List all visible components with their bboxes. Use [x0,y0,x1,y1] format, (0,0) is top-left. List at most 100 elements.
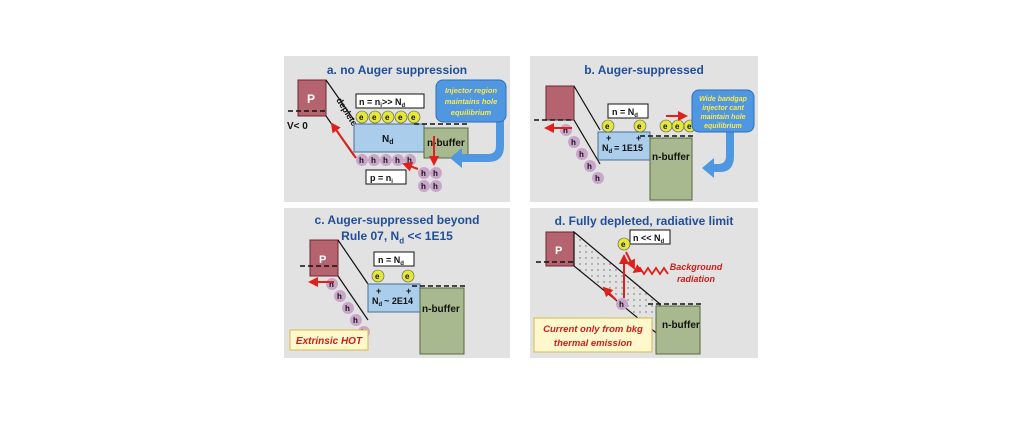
svg-text:e: e [372,113,377,122]
extrinsic-hot-badge [289,329,369,351]
svg-text:h: h [571,138,576,147]
callout-text-2: injector cant [702,105,744,112]
svg-text:e: e [375,272,380,281]
svg-text:e: e [405,272,410,281]
panel-c: c. Auger-suppressed beyond Rule 07, Nd <… [284,208,510,358]
svg-text:h: h [345,304,350,313]
conduction-band-slope [337,239,369,285]
callout-text-3: maintain hole [700,114,745,121]
n-relation-label: n << Nd [633,233,665,245]
svg-text:h: h [383,156,388,165]
thermal-emission-badge [533,317,653,353]
n-relation-label: n = Nd [378,255,404,267]
panel-b-diagram: Nd= 1E15 + + n-buffer n = Nd e e e e e h… [534,85,755,201]
svg-text:h: h [359,156,364,165]
svg-text:h: h [421,182,426,191]
n-relation-box [607,103,649,119]
callout-text-2: maintains hole [445,97,498,106]
svg-text:e: e [675,122,680,131]
valence-band-slope [573,119,601,165]
panel-a: a. no Auger suppression P V< 0 depleted … [284,56,510,202]
callout-text-1: Wide bandgap [699,96,747,103]
svg-text:e: e [398,113,403,122]
n-relation-label: n = ni>> Nd [359,97,405,109]
hole-arrow-bottom [402,161,419,172]
callout-box [691,89,755,133]
panel-b: b. Auger-suppressed Nd= 1E15 + + n-buffe… [530,56,758,202]
panel-d-title: d. Fully depleted, radiative limit [554,214,734,228]
p-label: P [319,254,326,266]
plus-2: + [406,286,411,296]
n-relation-box [629,229,671,245]
n-buffer-region [419,287,465,355]
plus-2: + [636,133,641,143]
svg-text:h: h [395,156,400,165]
callout-arrow [702,128,734,178]
panel-b-title: b. Auger-suppressed [584,63,704,77]
callout-text-1: Injector region [445,86,498,95]
svg-text:e: e [605,122,610,131]
p-label: P [307,92,315,106]
callout-box [435,79,507,123]
electron-row: e e [371,269,415,283]
background-radiation-wave [632,264,669,276]
p-region [545,231,575,267]
svg-text:e: e [359,113,364,122]
plus-1: + [606,133,611,143]
nd-label: Nd= 1E15 [602,143,643,155]
n-buffer-label: n-buffer [652,152,690,163]
n-relation-box [373,251,415,267]
electron-label: e [621,240,626,249]
electron-arrow-down [625,251,635,270]
svg-text:e: e [663,122,668,131]
panel-c-title-tail: << 1E15 [407,229,453,243]
panel-c-title-sub: d [399,236,405,246]
radiation-label: radiation [677,274,716,284]
svg-text:h: h [329,280,334,289]
callout-arrow [450,121,504,168]
extrinsic-hot-text: Extrinsic HOT [296,336,363,347]
nd-label: Nd [382,134,394,146]
n-buffer-label: n-buffer [422,304,460,315]
svg-text:e: e [411,113,416,122]
hole-label: h [619,300,624,309]
svg-text:h: h [433,169,438,178]
panel-d: d. Fully depleted, radiative limit P n-b… [530,208,758,358]
badge-line-1: Current only from bkg [543,324,643,335]
electron [617,237,631,251]
svg-text:h: h [353,316,358,325]
svg-text:h: h [433,182,438,191]
hole-arrow-left [602,286,617,301]
n-buffer-region [655,305,701,355]
conduction-band-slope [325,79,355,121]
p-label: P [555,245,562,257]
callout-text-4: equilibrium [704,123,742,130]
background-label: Background [670,262,723,272]
hole-arrow-left [330,122,357,159]
electron-row: e e e e e [601,119,697,133]
p-region [309,239,339,277]
svg-text:e: e [687,122,692,131]
n-buffer-label: n-buffer [427,138,465,149]
svg-text:h: h [595,174,600,183]
svg-text:h: h [587,162,592,171]
p-region [545,85,575,121]
p-relation-label: p = ni [370,173,393,185]
bias-label: V< 0 [287,121,308,132]
hole [616,298,628,310]
svg-text:h: h [421,169,426,178]
electron-row: e e e e e [355,110,421,124]
svg-text:h: h [371,156,376,165]
callout-text-3: equilibrium [451,108,492,117]
svg-text:h: h [563,126,568,135]
svg-text:h: h [337,292,342,301]
n-buffer-label: n-buffer [662,320,700,331]
n-relation-label: n = Nd [612,107,638,119]
conduction-band-slope [573,85,601,131]
plus-1: + [376,286,381,296]
panel-a-title: a. no Auger suppression [326,63,468,77]
svg-text:e: e [637,122,642,131]
panel-d-diagram: P n-buffer n << Nd e h Background radiat… [533,229,723,355]
svg-text:h: h [579,150,584,159]
n-relation-box [355,93,425,109]
